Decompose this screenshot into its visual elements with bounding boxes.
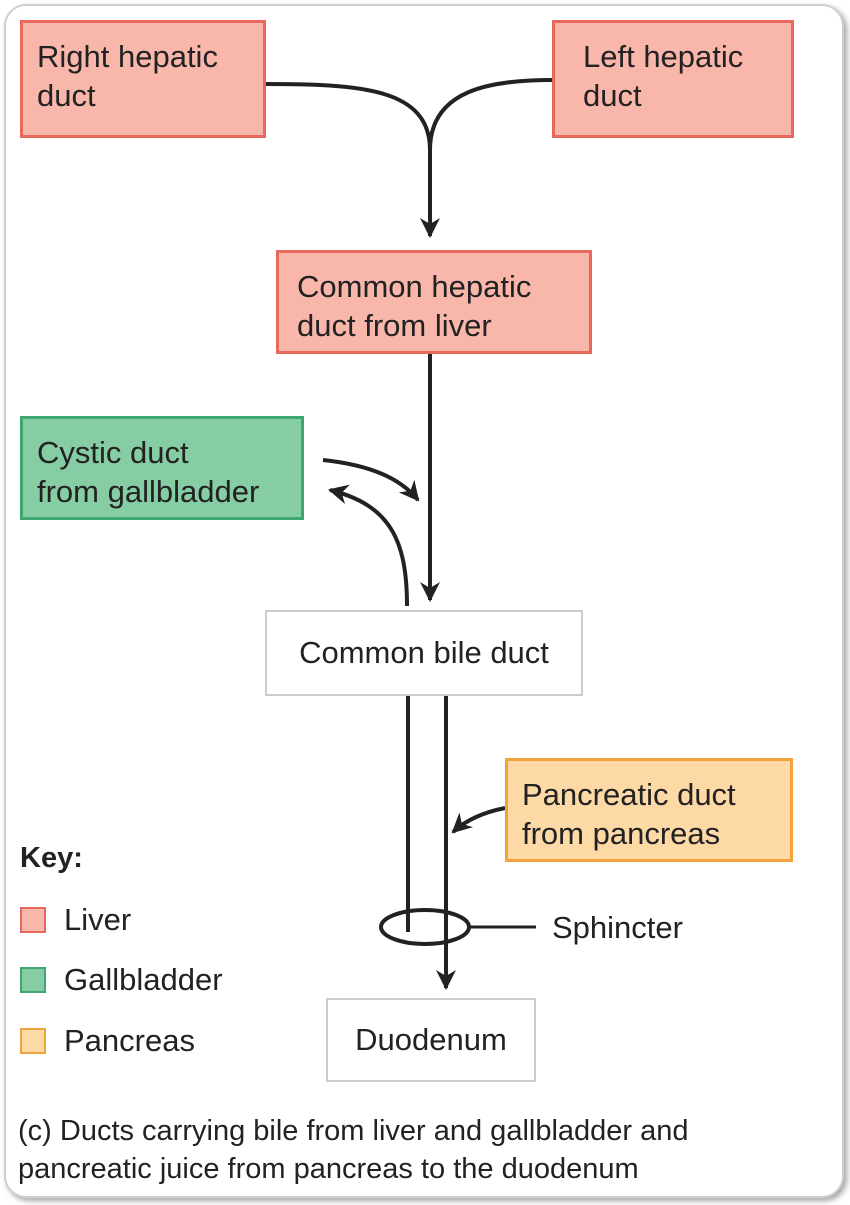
right-hepatic-connector: [264, 82, 432, 151]
liver-swatch: [20, 907, 46, 933]
key-item-label: Gallbladder: [64, 962, 223, 997]
sphincter-label: Sphincter: [552, 910, 683, 945]
key-item-gallbladder: Gallbladder: [20, 962, 223, 998]
key-item-liver: Liver: [20, 902, 131, 938]
right-hepatic-duct-box: Right hepatic duct: [20, 20, 279, 151]
sphincter-ring: [379, 908, 471, 946]
key-title: Key:: [20, 842, 83, 874]
key-item-label: Liver: [64, 902, 132, 937]
cystic-outflow-arrow: [328, 484, 409, 607]
figure-caption: (c) Ducts carrying bile from liver and g…: [18, 1115, 689, 1185]
cystic-duct-box: Cystic duct from gallbladder: [20, 416, 317, 533]
gallbladder-swatch: [20, 967, 46, 993]
pancreatic-duct-box: Pancreatic duct from pancreas: [505, 758, 806, 875]
cystic-inflow-arrow: [322, 458, 420, 502]
key-item-pancreas: Pancreas: [20, 1023, 195, 1059]
pancreatic-inflow-arrow: [451, 806, 506, 834]
common-hepatic-duct-box: Common hepatic duct from liver: [276, 250, 605, 367]
pancreas-swatch: [20, 1028, 46, 1054]
left-hepatic-connector: [428, 78, 553, 151]
common-bile-duct-box: Common bile duct: [265, 610, 597, 710]
left-hepatic-duct-box: Left hepatic duct: [552, 20, 807, 151]
duodenum-box: Duodenum: [326, 998, 550, 1096]
key-item-label: Pancreas: [64, 1023, 195, 1058]
